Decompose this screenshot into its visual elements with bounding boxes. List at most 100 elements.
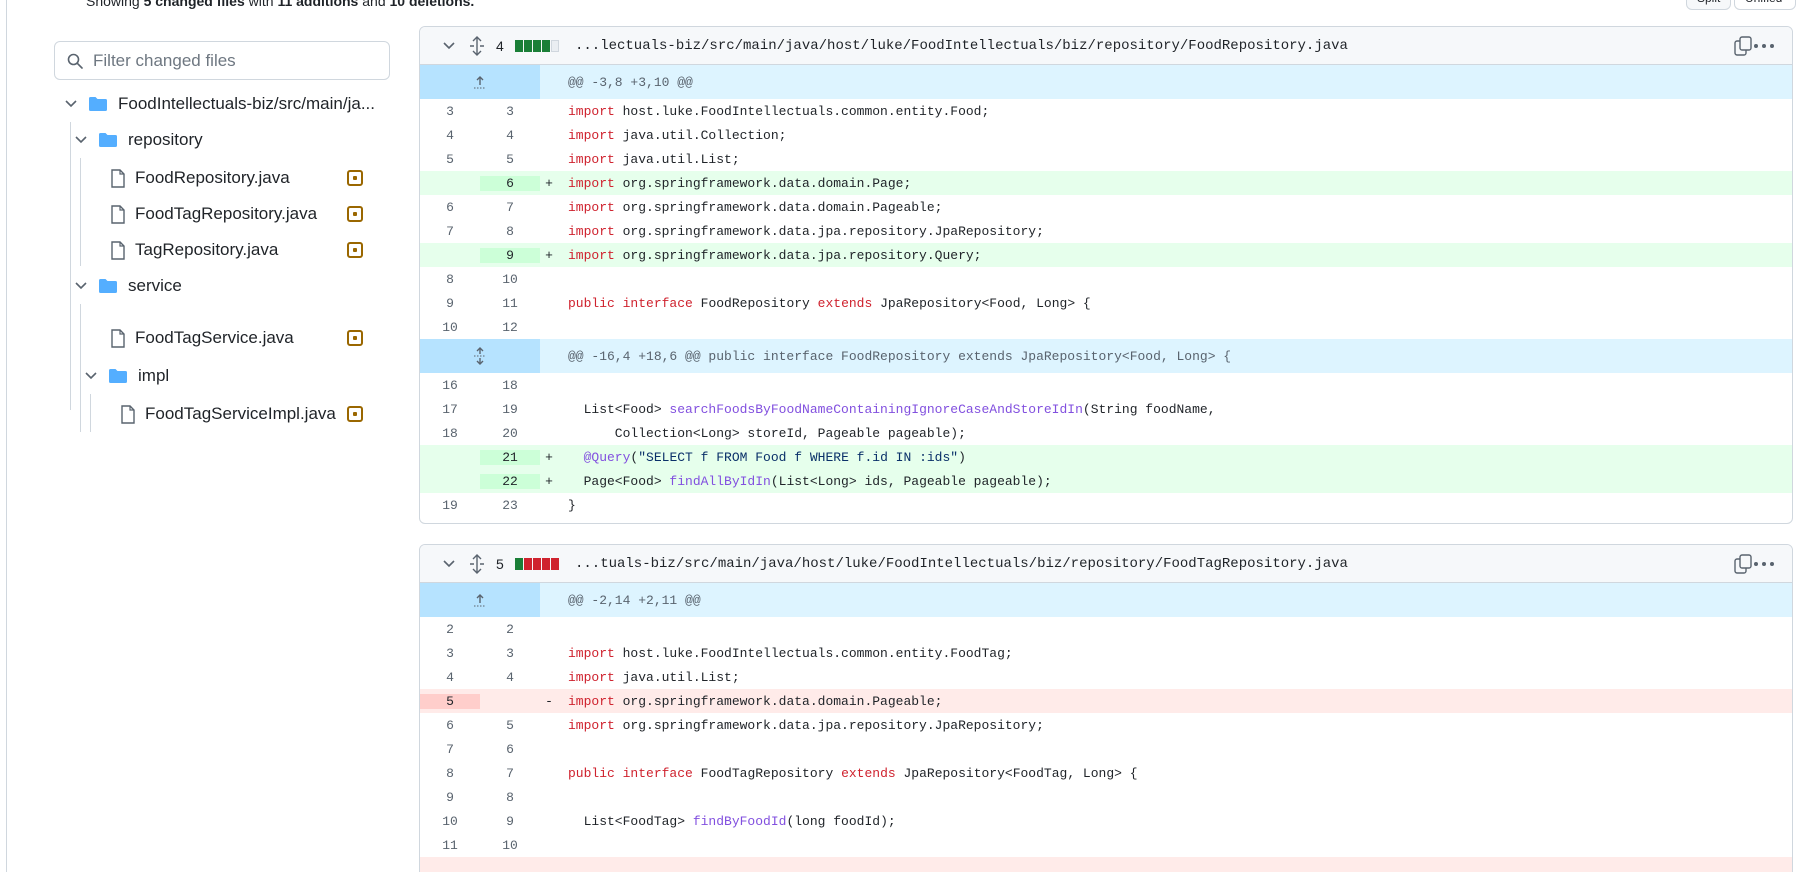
diffstat-block — [551, 40, 559, 52]
panel-divider — [6, 0, 7, 872]
expand-up-button[interactable] — [420, 65, 540, 99]
tree-file-foodtagrepository[interactable]: FoodTagRepository.java — [110, 196, 317, 232]
expand-hunk-button[interactable] — [420, 339, 540, 373]
diffstat-block — [542, 40, 550, 52]
diffstat-blocks — [515, 558, 559, 570]
file-icon — [111, 204, 125, 224]
file-modified-icon — [347, 406, 363, 422]
hunk-header: @@ -16,4 +18,6 @@ public interface FoodR… — [420, 339, 1792, 373]
file-modified-icon — [347, 330, 363, 346]
folder-icon — [89, 97, 107, 111]
diff-file-foodrepository: 4 ...lectuals-biz/src/main/java/host/luk… — [419, 26, 1793, 524]
diffstat-block — [515, 558, 523, 570]
chevron-down-icon — [85, 372, 97, 380]
change-count: 5 — [496, 556, 504, 572]
copy-icon[interactable] — [1734, 554, 1752, 574]
tree-file-tagrepository[interactable]: TagRepository.java — [110, 232, 278, 268]
folder-icon — [99, 133, 117, 147]
file-icon — [121, 404, 135, 424]
tree-file-foodtagservice[interactable]: FoodTagService.java — [110, 320, 294, 356]
diffstat-block — [551, 558, 559, 570]
hunk-range: @@ -16,4 +18,6 @@ public interface FoodR… — [568, 348, 1232, 364]
file-modified-icon — [347, 242, 363, 258]
chevron-down-icon — [65, 100, 77, 108]
folder-icon — [109, 369, 127, 383]
tree-file-label: FoodTagService.java — [135, 328, 294, 347]
diffstat-block — [524, 40, 532, 52]
diff-file-header: 5 ...tuals-biz/src/main/java/host/luke/F… — [420, 545, 1792, 583]
hunk-range: @@ -3,8 +3,10 @@ — [568, 74, 693, 90]
tree-folder-label: service — [128, 276, 182, 295]
file-icon — [111, 328, 125, 348]
tree-folder-repository[interactable]: repository — [74, 122, 203, 158]
tree-folder-service[interactable]: service — [74, 268, 182, 304]
file-path[interactable]: ...tuals-biz/src/main/java/host/luke/Foo… — [575, 556, 1348, 572]
tree-folder-impl[interactable]: impl — [84, 358, 169, 394]
tree-file-label: FoodTagRepository.java — [135, 204, 318, 223]
diff-line-deleted — [420, 857, 1792, 872]
chevron-down-icon — [75, 282, 87, 290]
hunk-header: @@ -2,14 +2,11 @@ — [420, 583, 1792, 617]
diff-line-deleted: 5-import org.springframework.data.domain… — [420, 689, 1792, 713]
file-modified-icon — [347, 170, 363, 186]
chevron-down-icon[interactable] — [442, 39, 456, 53]
file-modified-icon — [347, 206, 363, 222]
diffstat-block — [524, 558, 532, 570]
file-icon — [111, 168, 125, 188]
diffstat-block — [515, 40, 523, 52]
tree-guide — [80, 304, 81, 432]
filter-files-field[interactable] — [54, 41, 390, 80]
diff-file-foodtagrepository: 5 ...tuals-biz/src/main/java/host/luke/F… — [419, 544, 1793, 872]
diff-line-added: 6+import org.springframework.data.domain… — [420, 171, 1792, 195]
expand-all-icon[interactable] — [469, 554, 485, 574]
split-view-button[interactable]: Split — [1686, 0, 1731, 10]
hunk-range: @@ -2,14 +2,11 @@ — [568, 592, 701, 608]
tree-file-foodtagserviceimpl[interactable]: FoodTagServiceImpl.java — [120, 396, 336, 432]
tree-folder-label: repository — [128, 130, 203, 149]
expand-up-icon — [474, 76, 486, 89]
diff-line-added: 22+ Page<Food> findAllByIdIn(List<Long> … — [420, 469, 1792, 493]
hunk-header: @@ -3,8 +3,10 @@ — [420, 65, 1792, 99]
tree-guide — [90, 394, 91, 432]
file-path[interactable]: ...lectuals-biz/src/main/java/host/luke/… — [575, 38, 1348, 54]
chevron-down-icon[interactable] — [442, 557, 456, 571]
tree-file-foodrepository[interactable]: FoodRepository.java — [110, 160, 290, 196]
tree-file-label: FoodRepository.java — [135, 168, 290, 187]
expand-all-icon[interactable] — [469, 36, 485, 56]
tree-folder-root[interactable]: FoodIntellectuals-biz/src/main/ja... — [64, 86, 375, 122]
diffstat-block — [542, 558, 550, 570]
search-icon — [67, 53, 83, 69]
kebab-menu-icon[interactable] — [1754, 562, 1774, 566]
diff-summary: Showing 5 changed files with 11 addition… — [86, 0, 475, 9]
tree-folder-label: FoodIntellectuals-biz/src/main/ja... — [118, 94, 375, 113]
tree-file-label: FoodTagServiceImpl.java — [145, 404, 336, 423]
tree-file-label: TagRepository.java — [135, 240, 279, 259]
change-count: 4 — [496, 38, 504, 54]
copy-icon[interactable] — [1734, 36, 1752, 56]
kebab-menu-icon[interactable] — [1754, 44, 1774, 48]
diff-line-added: 9+import org.springframework.data.jpa.re… — [420, 243, 1792, 267]
expand-up-button[interactable] — [420, 583, 540, 617]
filter-files-input[interactable] — [93, 48, 378, 74]
folder-icon — [99, 279, 117, 293]
unified-view-button[interactable]: Unified — [1734, 0, 1796, 10]
